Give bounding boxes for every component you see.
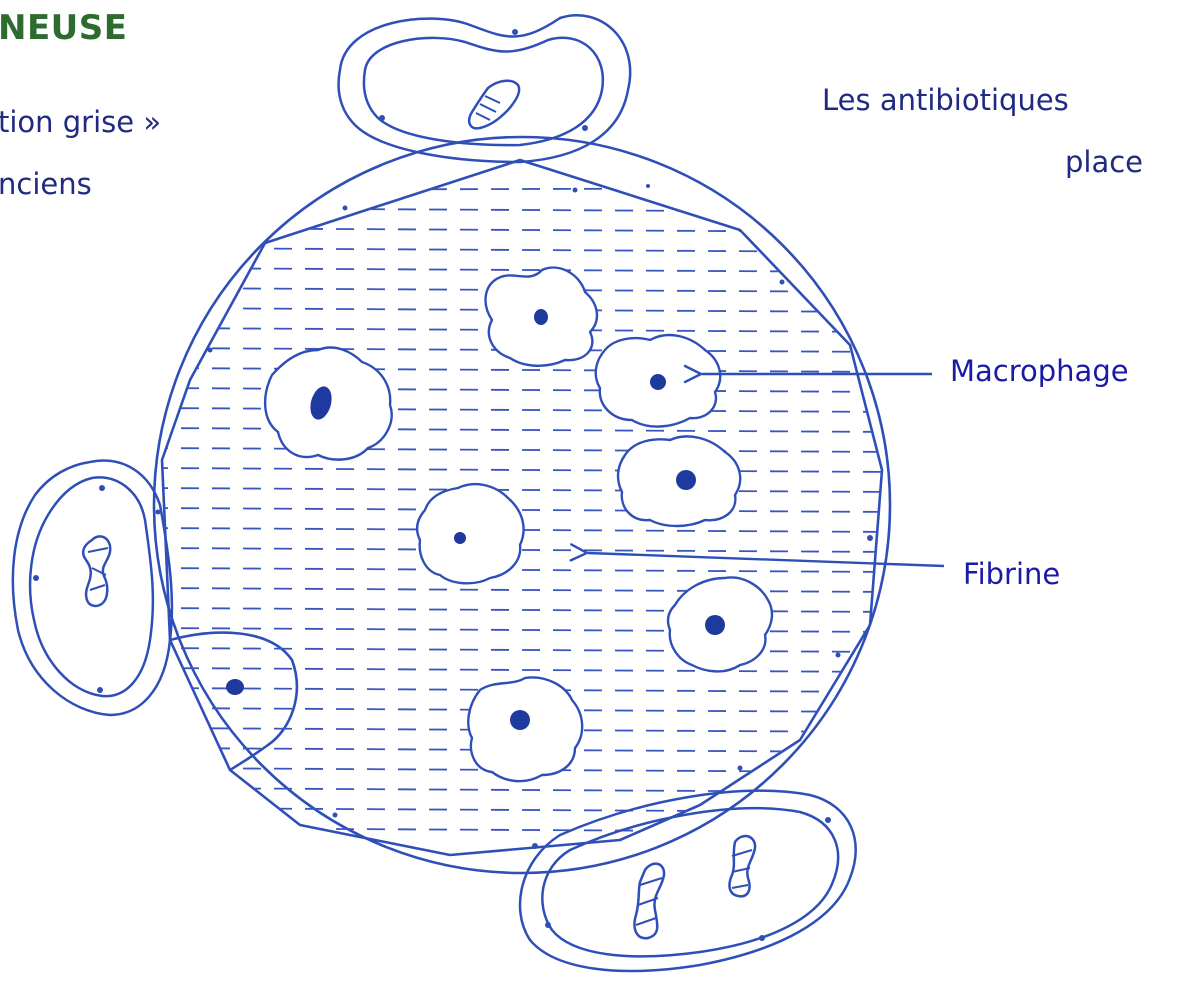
macrophage-nucleus [676, 470, 696, 490]
macrophage-nucleus [534, 309, 548, 325]
macrophage-nucleus [510, 710, 530, 730]
capillary-left [13, 461, 172, 715]
wall-cell-nucleus [226, 679, 244, 695]
red-blood-cell [469, 81, 519, 129]
macrophage-cell [417, 484, 524, 583]
macrophage-cells [265, 268, 772, 782]
macrophage-cell [468, 677, 582, 781]
macrophage-nucleus [454, 532, 466, 544]
capillary-bottom [520, 791, 856, 971]
macrophage-nucleus [650, 374, 666, 390]
arrow-fibrine [588, 553, 944, 566]
capillary-bottom-dots [545, 817, 831, 941]
macrophage-nucleus [705, 615, 725, 635]
